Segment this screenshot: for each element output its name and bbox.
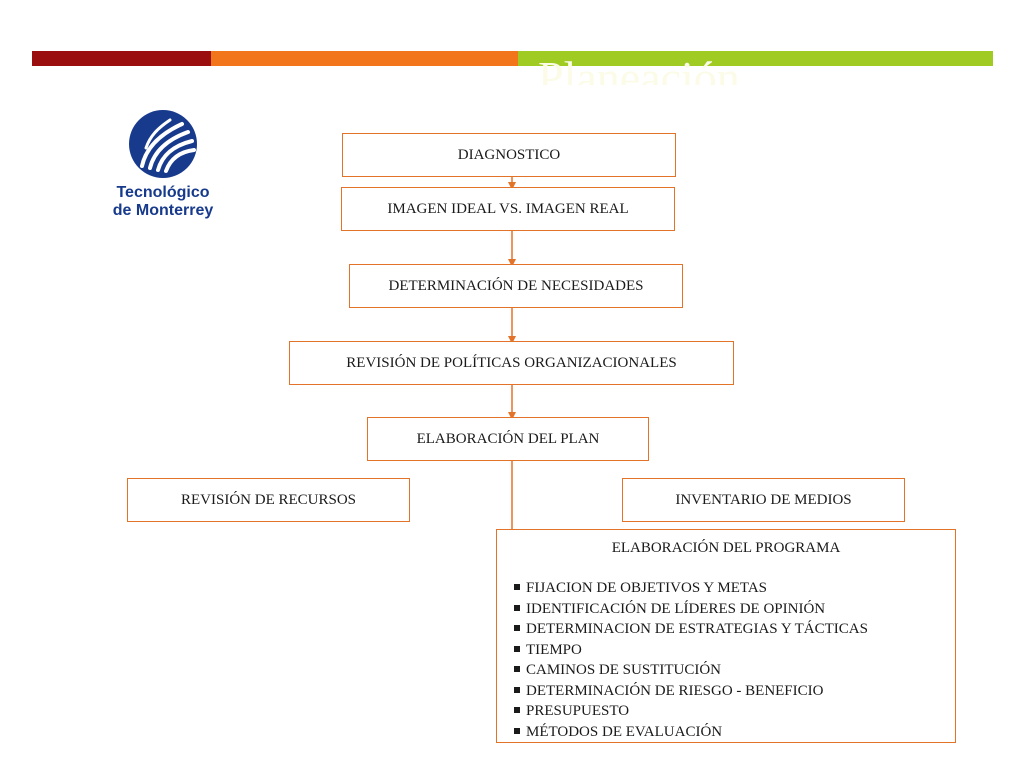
program-item-label: IDENTIFICACIÓN DE LÍDERES DE OPINIÓN [526, 600, 826, 617]
box-plan-label: ELABORACIÓN DEL PLAN [416, 430, 600, 447]
square-bullet-icon [514, 707, 520, 713]
tec-monterrey-flame-icon [129, 110, 197, 178]
box-determinacion-necesidades: DETERMINACIÓN DE NECESIDADES [349, 264, 683, 308]
box-revision-politicas: REVISIÓN DE POLÍTICAS ORGANIZACIONALES [289, 341, 734, 385]
slide-title: Planeación [538, 52, 740, 86]
box-elaboracion-plan: ELABORACIÓN DEL PLAN [367, 417, 649, 461]
header-bar-orange-segment [211, 51, 518, 66]
box-diagnostico: DIAGNOSTICO [342, 133, 676, 177]
box-necesidades-label: DETERMINACIÓN DE NECESIDADES [388, 277, 644, 294]
square-bullet-icon [514, 625, 520, 631]
program-title: ELABORACIÓN DEL PROGRAMA [611, 540, 841, 556]
header-color-bar [32, 51, 993, 66]
program-item-label: DETERMINACION DE ESTRATEGIAS Y TÁCTICAS [526, 621, 868, 637]
list-item: FIJACION DE OBJETIVOS Y METAS [514, 578, 955, 599]
program-item-label: PRESUPUESTO [526, 703, 630, 719]
list-item: CAMINOS DE SUSTITUCIÓN [514, 660, 955, 681]
square-bullet-icon [514, 727, 520, 734]
program-item-label: DETERMINACIÓN DE RIESGO - BENEFICIO [526, 682, 824, 699]
program-item-label: FIJACION DE OBJETIVOS Y METAS [526, 580, 768, 596]
list-item: DETERMINACION DE ESTRATEGIAS Y TÁCTICAS [514, 619, 955, 640]
logo-text-line2: de Monterrey [112, 202, 214, 219]
list-item: PRESUPUESTO [514, 701, 955, 722]
list-item: TIEMPO [514, 640, 955, 661]
square-bullet-icon [514, 645, 520, 652]
square-bullet-icon [514, 584, 520, 590]
box-imagen-ideal-vs-real: IMAGEN IDEAL VS. IMAGEN REAL [341, 187, 675, 231]
box-elaboracion-programa: ELABORACIÓN DEL PROGRAMA FIJACION DE OBJ… [496, 529, 956, 743]
square-bullet-icon [514, 686, 520, 693]
header-bar-green-segment [518, 51, 993, 66]
square-bullet-icon [514, 604, 520, 611]
box-medios-label: INVENTARIO DE MEDIOS [675, 491, 852, 508]
square-bullet-icon [514, 666, 520, 672]
list-item: MÉTODOS DE EVALUACIÓN [514, 722, 955, 743]
logo-text-line1: Tecnológico [116, 184, 210, 201]
program-item-label: CAMINOS DE SUSTITUCIÓN [526, 662, 722, 678]
tec-monterrey-logo: Tecnológico de Monterrey [108, 108, 218, 226]
box-diagnostico-label: DIAGNOSTICO [457, 146, 561, 163]
program-item-label: TIEMPO [526, 641, 582, 658]
list-item: DETERMINACIÓN DE RIESGO - BENEFICIO [514, 681, 955, 702]
program-item-label: MÉTODOS DE EVALUACIÓN [526, 723, 723, 740]
program-item-list: FIJACION DE OBJETIVOS Y METAS IDENTIFICA… [497, 578, 955, 742]
header-bar-red-segment [32, 51, 211, 66]
slide-title-container: Planeación [520, 51, 980, 86]
box-politicas-label: REVISIÓN DE POLÍTICAS ORGANIZACIONALES [346, 354, 677, 371]
list-item: IDENTIFICACIÓN DE LÍDERES DE OPINIÓN [514, 599, 955, 620]
box-revision-recursos: REVISIÓN DE RECURSOS [127, 478, 410, 522]
box-recursos-label: REVISIÓN DE RECURSOS [180, 491, 357, 508]
box-imagen-label: IMAGEN IDEAL VS. IMAGEN REAL [387, 200, 629, 217]
box-inventario-medios: INVENTARIO DE MEDIOS [622, 478, 905, 522]
